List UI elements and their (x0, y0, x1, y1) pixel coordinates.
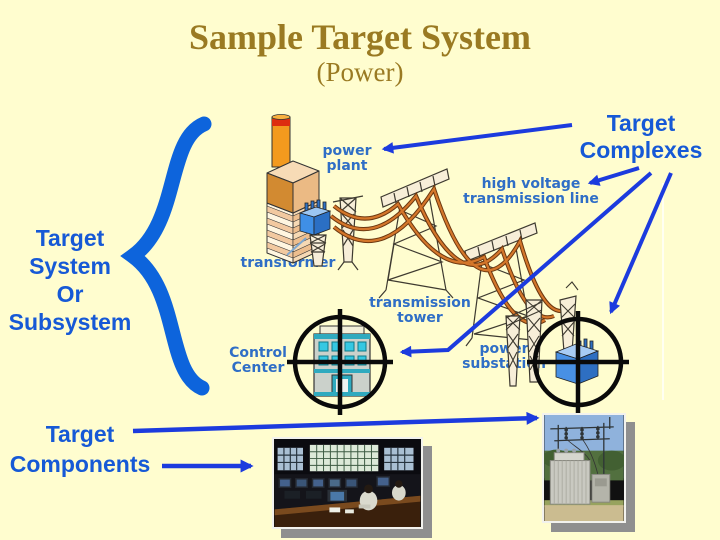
target-complexes-line: Target (606, 110, 676, 136)
control-center-graphic (313, 325, 371, 397)
control-room-photo-art (274, 439, 421, 527)
insulators (564, 427, 600, 440)
substation-photo (542, 413, 626, 523)
substation-photo-art (544, 415, 624, 521)
transmission-tower-label: transmission tower (369, 295, 471, 326)
transformer-label: transformer (240, 255, 336, 271)
target-system-line: Target (35, 225, 105, 251)
target-complexes-label: Target Complexes (577, 110, 705, 164)
transformer-pointer-line (286, 237, 307, 256)
hv-line-label: high voltage transmission line (463, 176, 599, 207)
power-substation-label: power substation (462, 341, 546, 372)
control-room-photo (272, 437, 423, 529)
arrow-components-to-substation-photo (132, 411, 540, 434)
chimney (271, 116, 291, 168)
control-center-label: Control Center (229, 345, 287, 376)
transformer-unit (549, 448, 611, 505)
brace (120, 116, 212, 396)
target-components-line: Components (9, 451, 151, 477)
wall-screens (277, 444, 414, 472)
target-system-line: Or (56, 281, 84, 307)
target-system-line: Subsystem (8, 309, 132, 335)
arrow-complexes-to-power-plant (381, 123, 573, 154)
power-plant-graphic (266, 114, 320, 264)
page-subtitle: (Power) (316, 57, 404, 87)
console-monitors (278, 476, 391, 502)
target-system-line: System (29, 253, 111, 279)
transformer-graphic (298, 199, 332, 236)
page-title: Sample Target System (189, 17, 531, 57)
target-complexes-line: Complexes (579, 137, 703, 163)
arrow-complexes-to-substation (609, 172, 673, 315)
target-components-line: Target (45, 421, 115, 447)
target-system-label: Target System Or Subsystem (4, 224, 136, 336)
target-components-label: Target Components (2, 419, 158, 479)
power-plant-label: power plant (322, 143, 372, 174)
